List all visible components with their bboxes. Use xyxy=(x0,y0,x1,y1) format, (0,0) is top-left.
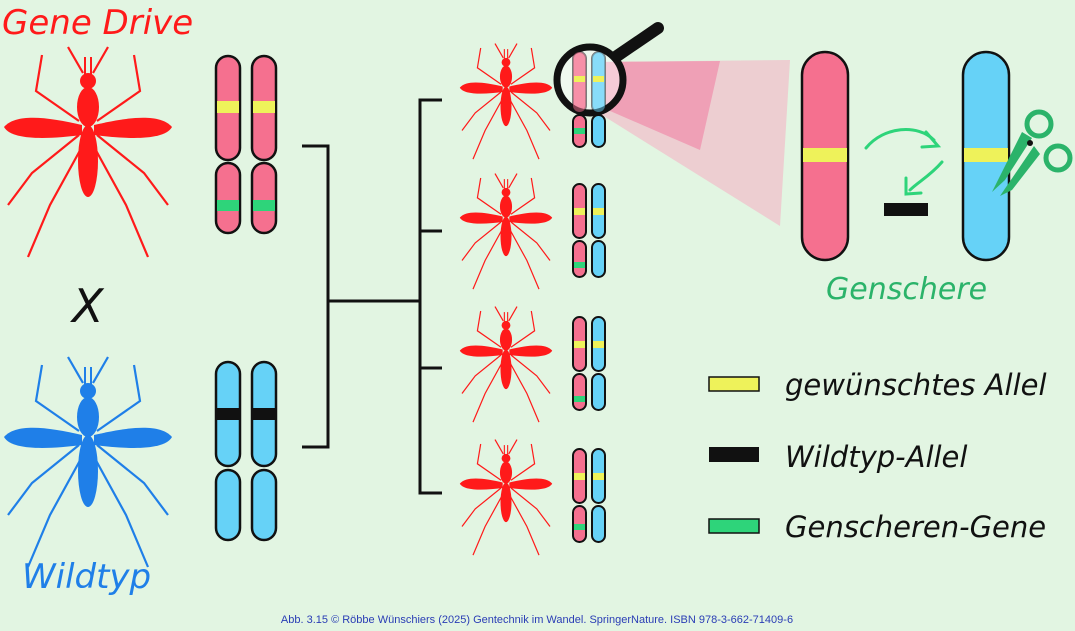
caption: Abb. 3.15 © Röbbe Wünschiers (2025) Gent… xyxy=(281,614,793,626)
offspring-chromosomes-2 xyxy=(572,183,606,278)
offspring-chromosomes-4 xyxy=(572,448,606,543)
cross-bracket xyxy=(302,98,442,495)
magnifier-icon xyxy=(553,22,664,117)
legend-label: Wildtyp-Allel xyxy=(785,440,967,474)
wildtyp-mosquito-icon xyxy=(2,355,174,569)
wildtyp-label: Wildtyp xyxy=(22,557,151,597)
zoom-chromosomes xyxy=(800,50,1011,262)
legend: gewünschtes Allel Wildtyp-Allel Genscher… xyxy=(708,368,1047,544)
gene-drive-chromosomes xyxy=(214,54,278,235)
legend-item-wild-allele: Wildtyp-Allel xyxy=(709,440,967,474)
legend-item-scissor-gene: Genscheren-Gene xyxy=(708,510,1046,544)
offspring-mosquito-icon xyxy=(459,42,553,160)
legend-label: gewünschtes Allel xyxy=(785,368,1047,402)
legend-label: Genscheren-Gene xyxy=(785,510,1046,544)
offspring-chromosomes-3 xyxy=(572,316,606,411)
scissors-icon xyxy=(992,109,1073,196)
gene-drive-mosquito-icon xyxy=(2,45,174,259)
excised-wild-allele xyxy=(884,203,928,216)
offspring-mosquito-icon xyxy=(459,438,553,556)
wildtyp-chromosomes xyxy=(214,360,278,542)
legend-item-desired-allele: gewünschtes Allel xyxy=(708,368,1047,402)
offspring-mosquito-icon xyxy=(459,172,553,290)
genschere-label: Genschere xyxy=(826,272,987,307)
copy-arrows xyxy=(864,128,944,196)
offspring-mosquito-icon xyxy=(459,305,553,423)
gene-drive-label: Gene Drive xyxy=(2,3,193,43)
cross-symbol: X xyxy=(70,279,105,333)
